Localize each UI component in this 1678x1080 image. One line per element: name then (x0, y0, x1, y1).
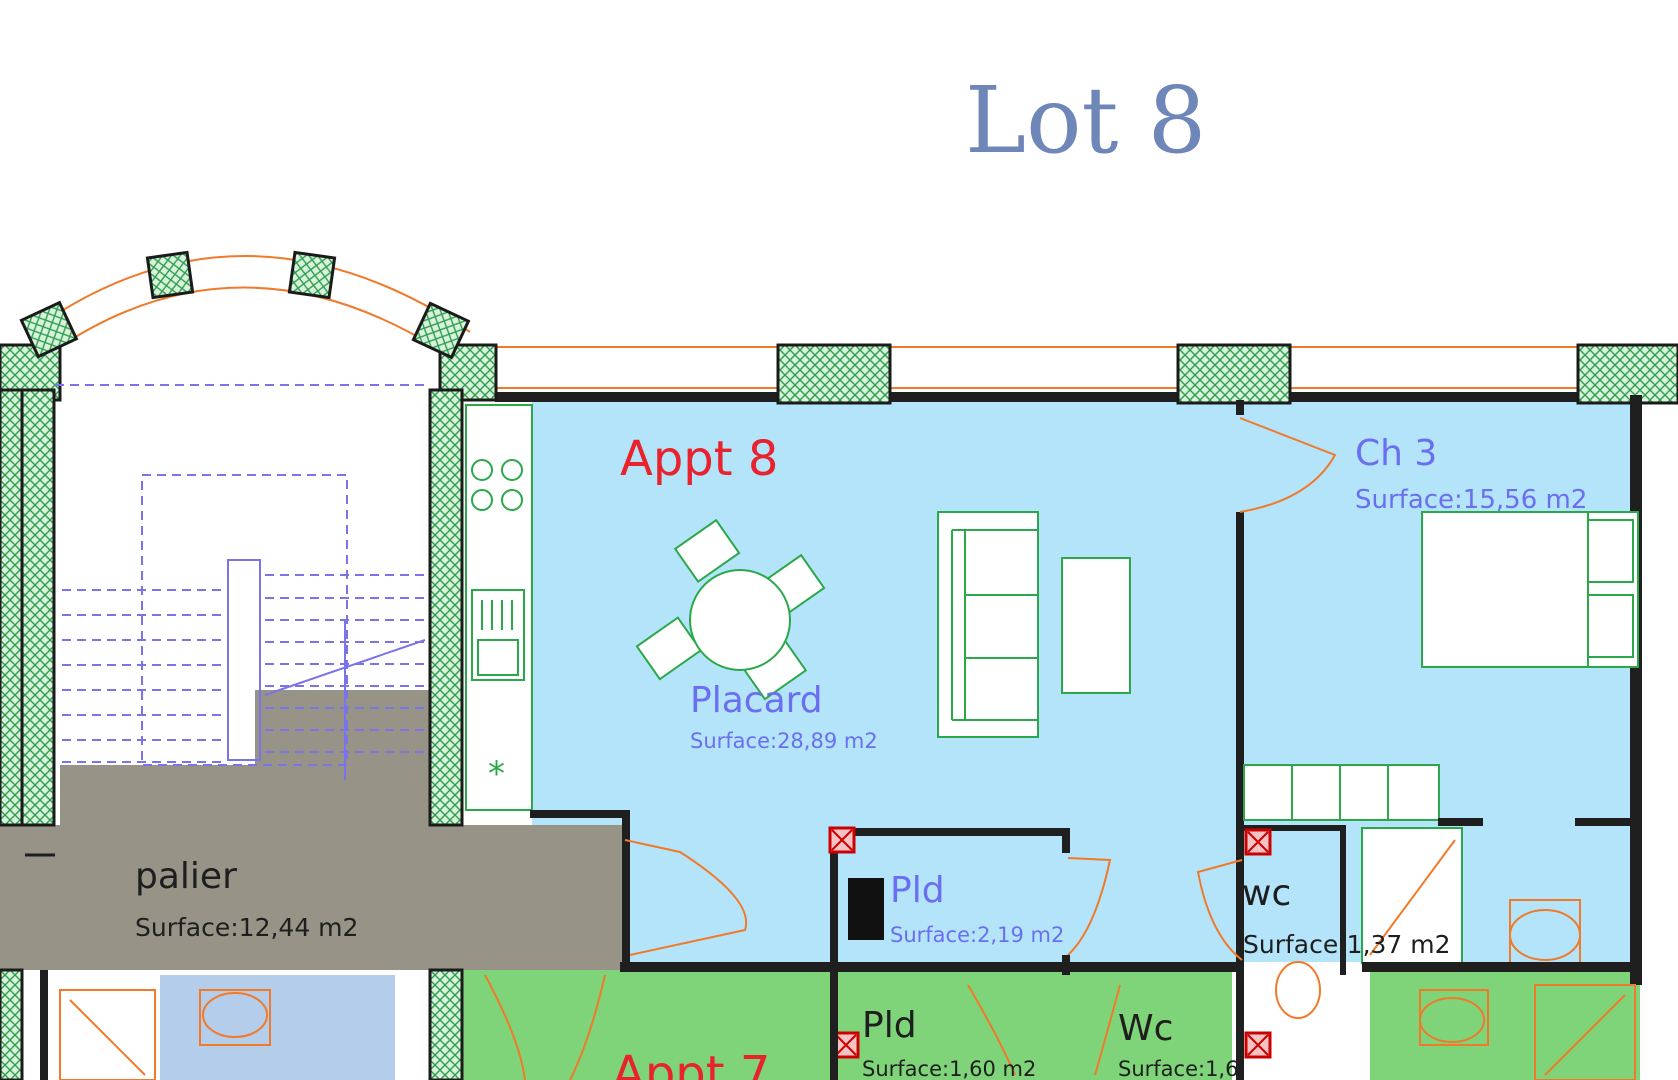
entrance-door (624, 839, 748, 956)
pld-upper-surface: Surface:2,19 m2 (890, 923, 1064, 947)
sofa (937, 511, 1039, 738)
appt7-floor-mid (832, 970, 1232, 1080)
ch3-door (1239, 417, 1337, 513)
appt7-floor-left (462, 970, 832, 1080)
appt7-floor-right (1370, 970, 1640, 1080)
wardrobe (1243, 764, 1440, 821)
pillar-1 (776, 343, 892, 405)
dining-table (635, 518, 826, 701)
sink-lower-left (202, 992, 268, 1038)
pillar-3 (1576, 343, 1678, 405)
stair-steps (62, 559, 426, 780)
pld-lower-name: Pld (862, 1005, 917, 1046)
svg-text:*: * (488, 754, 505, 794)
pld-upper-name: Pld (890, 870, 945, 911)
bed (1421, 511, 1639, 668)
placard-name: Placard (690, 680, 823, 721)
coffee-table (1061, 557, 1131, 694)
ch3-surface: Surface:15,56 m2 (1355, 485, 1587, 515)
separation-wall (620, 962, 1240, 972)
ch3-partition (1236, 512, 1244, 972)
shaft-markers (828, 826, 1272, 1059)
pld-upper-door (1067, 857, 1112, 956)
pld-upper-wall-top (830, 828, 1070, 836)
palier-name: palier (135, 856, 237, 897)
wc-upper-door (1196, 859, 1243, 961)
meter-box (848, 878, 884, 940)
wc-upper-surface: Surface:1,37 m2 (1243, 930, 1451, 959)
bath-floor-left2 (300, 975, 395, 1080)
placard-surface: Surface:28,89 m2 (690, 729, 878, 753)
appt8-label: Appt 8 (620, 431, 778, 487)
plan-title: Lot 8 (965, 67, 1206, 174)
stair-wall-right (428, 388, 464, 827)
ch3-name: Ch 3 (1355, 433, 1437, 474)
pillar-2 (1176, 343, 1292, 405)
top-wall-dark (495, 392, 1640, 402)
shower-right-top (1361, 827, 1463, 964)
palier-upper-floor (60, 690, 430, 825)
palier-surface: Surface:12,44 m2 (135, 913, 358, 942)
toilet-upper (1275, 961, 1321, 1019)
wc-lower-surface: Surface:1,6 (1118, 1057, 1238, 1080)
palier-floor (0, 825, 622, 970)
rotunda-arc-outer (29, 255, 471, 333)
pld-lower-surface: Surface:1,60 m2 (862, 1057, 1036, 1080)
wc-upper-name: wc (1242, 873, 1291, 914)
stair-wall-left (20, 388, 56, 827)
appt7-label: Appt 7 (612, 1046, 770, 1080)
wc-lower-name: Wc (1118, 1008, 1173, 1049)
